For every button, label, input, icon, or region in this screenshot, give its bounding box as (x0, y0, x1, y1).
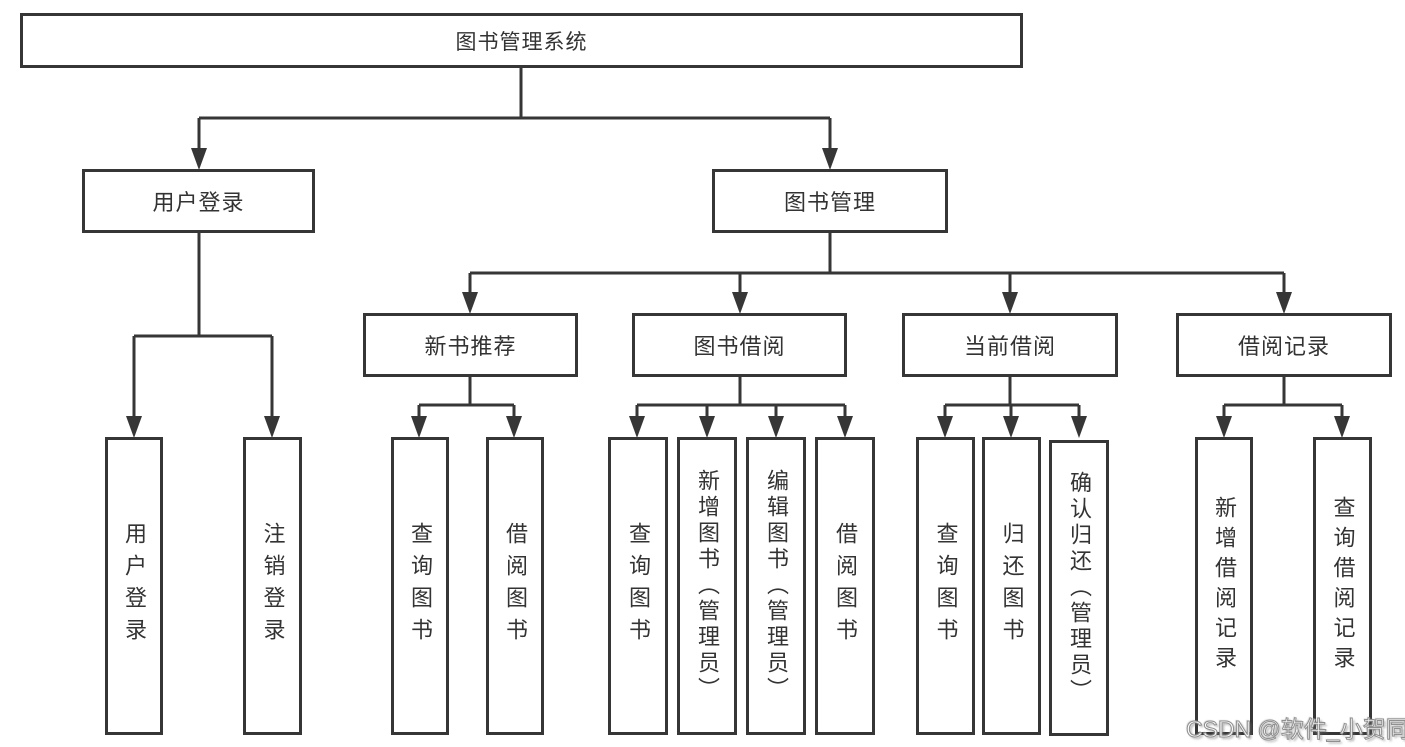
edge-borrowrecords-children (1222, 377, 1344, 420)
node-new-book-recommend: 新书推荐 (363, 313, 578, 377)
leaf-bb-add-books-admin: 新增图书（管理员） (677, 437, 737, 735)
csdn-watermark: CSDN @软件_小贺同学 (1186, 716, 1405, 743)
arrow-icon (1003, 416, 1019, 438)
arrow-icon (699, 416, 715, 438)
leaf-logout: 注销登录 (243, 437, 302, 735)
arrow-icon (768, 416, 784, 438)
arrow-icon (732, 292, 748, 314)
arrow-icon (1071, 416, 1087, 438)
arrow-icon (837, 416, 853, 438)
arrow-icon (1002, 292, 1018, 314)
leaf-bb-edit-books-admin: 编辑图书（管理员） (746, 437, 806, 735)
leaf-cb-query-books: 查询图书 (916, 437, 975, 735)
leaf-cb-return-books: 归还图书 (982, 437, 1041, 735)
edge-userlogin-children (132, 233, 274, 420)
leaf-nbr-borrow-books: 借阅图书 (486, 437, 544, 735)
arrow-icon (1216, 416, 1232, 438)
arrow-icon (822, 148, 838, 170)
edge-bookmgmt-to-level2 (468, 233, 1286, 294)
node-current-borrow: 当前借阅 (902, 313, 1118, 377)
node-book-borrow: 图书借阅 (632, 313, 847, 377)
arrow-icon (629, 416, 645, 438)
leaf-br-query-record: 查询借阅记录 (1313, 437, 1372, 735)
leaf-bb-query-books: 查询图书 (608, 437, 668, 735)
edge-root-to-level1 (197, 68, 832, 150)
leaf-bb-borrow-books: 借阅图书 (815, 437, 875, 735)
arrow-icon (937, 416, 953, 438)
arrow-icon (191, 148, 207, 170)
node-book-management: 图书管理 (712, 169, 948, 233)
node-user-login-group: 用户登录 (82, 169, 315, 233)
leaf-cb-confirm-return-admin: 确认归还（管理员） (1049, 440, 1109, 736)
edge-newbook-children (417, 377, 516, 420)
node-root: 图书管理系统 (20, 13, 1023, 68)
leaf-br-add-record: 新增借阅记录 (1195, 437, 1253, 735)
node-borrow-records: 借阅记录 (1176, 313, 1392, 377)
arrow-icon (462, 292, 478, 314)
edge-currentborrow-children (943, 377, 1081, 420)
leaf-user-login: 用户登录 (105, 437, 163, 735)
arrow-icon (1276, 292, 1292, 314)
arrow-icon (1334, 416, 1350, 438)
leaf-nbr-query-books: 查询图书 (391, 437, 449, 735)
arrow-icon (506, 416, 522, 438)
arrow-icon (411, 416, 427, 438)
arrow-icon (264, 416, 280, 438)
edge-bookborrow-children (635, 377, 847, 420)
arrow-icon (126, 416, 142, 438)
